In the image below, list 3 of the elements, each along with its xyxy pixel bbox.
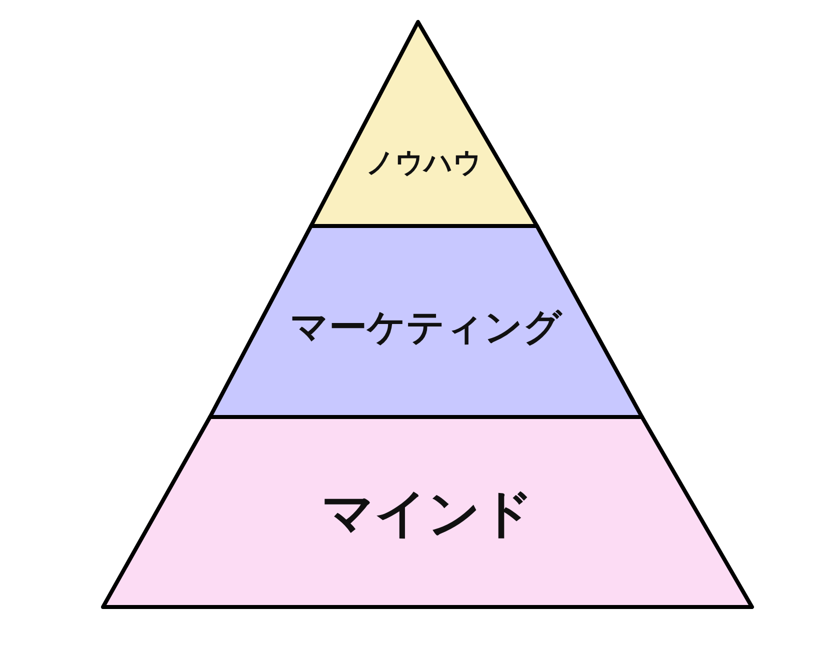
tier-label: ノウハウ: [366, 145, 482, 181]
tier-label: マインド: [322, 483, 534, 546]
tier-label: マーケティング: [290, 304, 562, 351]
